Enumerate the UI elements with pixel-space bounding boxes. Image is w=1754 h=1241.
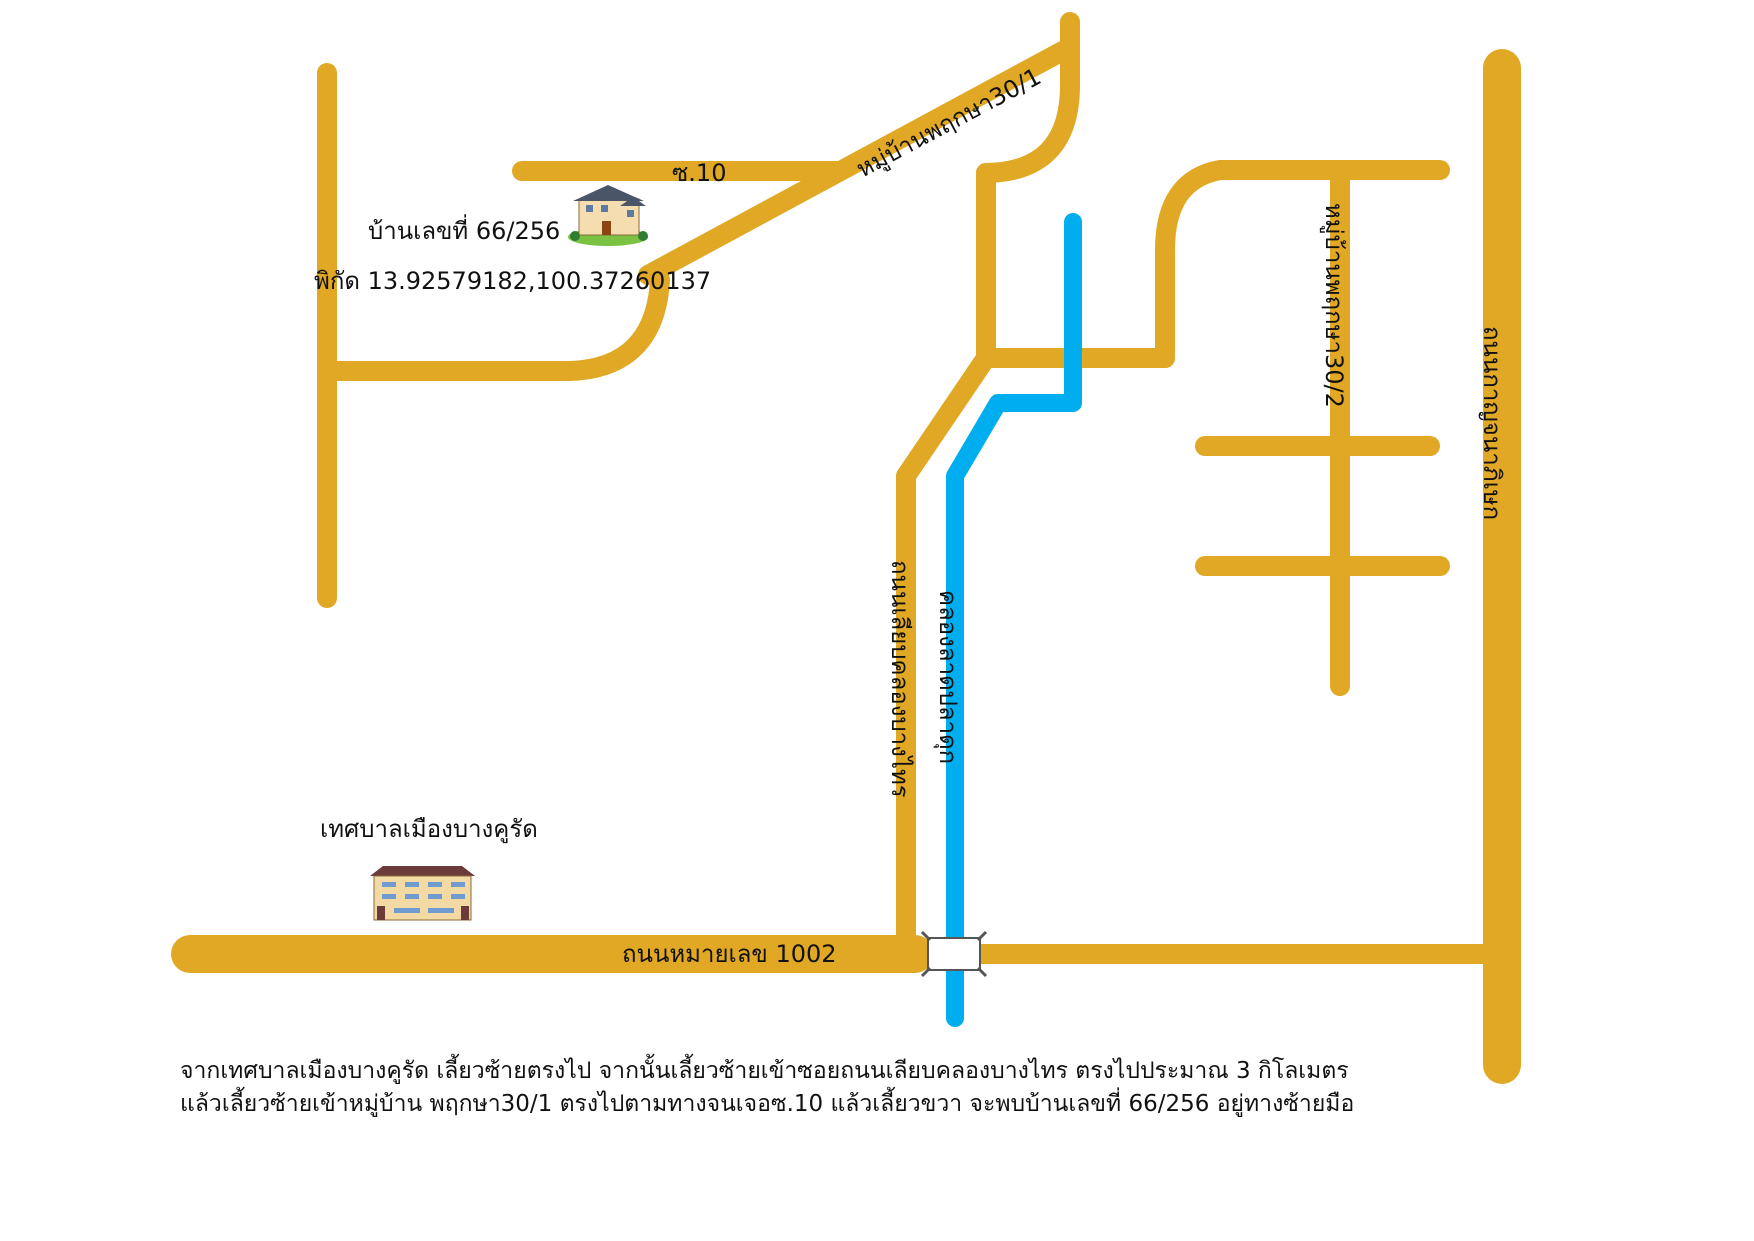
village-30-1-curve-road [976,75,1080,183]
curved-branch-road [317,270,670,381]
central-road-network [896,160,1450,955]
bangkhlong-road [896,348,996,955]
kanchanaphisek-road-label: ถนนกาญจนาภิเษก [1478,326,1506,520]
municipality-label: เทศบาลเมืองบางคูรัด [320,815,538,844]
canal-label: คลองลาดปลาดุก [933,590,962,764]
directions-line-2: แล้วเลี้ยวซ้ายเข้าหมู่บ้าน พฤกษา30/1 ตรง… [180,1091,1355,1117]
village-30-2-access-road [1155,160,1450,368]
village-30-1-road [638,37,1080,285]
village-30-2-label: หมู่บ้านพฤกษา30/2 [1319,203,1348,408]
coordinates-label: พิกัด 13.92579182,100.37260137 [314,267,711,295]
directions-text: จากเทศบาลเมืองบางคูรัด เลี้ยวซ้ายตรงไป จ… [180,1055,1630,1121]
municipal-office-icon [370,866,475,921]
soi-10-label: ซ.10 [672,159,726,187]
house-icon [568,185,648,246]
major-roads [171,49,1521,1084]
directions-line-1: จากเทศบาลเมืองบางคูรัด เลี้ยวซ้ายตรงไป จ… [180,1058,1349,1084]
bangkhlong-road-label: ถนนเลียบคลองบางไทร [886,560,914,798]
khlong-lat-pla-duk-canal [946,213,1082,1027]
house-number-label: บ้านเลขที่ 66/256 [368,214,560,245]
road-1002-label: ถนนหมายเลข 1002 [622,940,837,968]
left-road-network [317,12,1080,608]
bridge-icon [920,930,988,978]
